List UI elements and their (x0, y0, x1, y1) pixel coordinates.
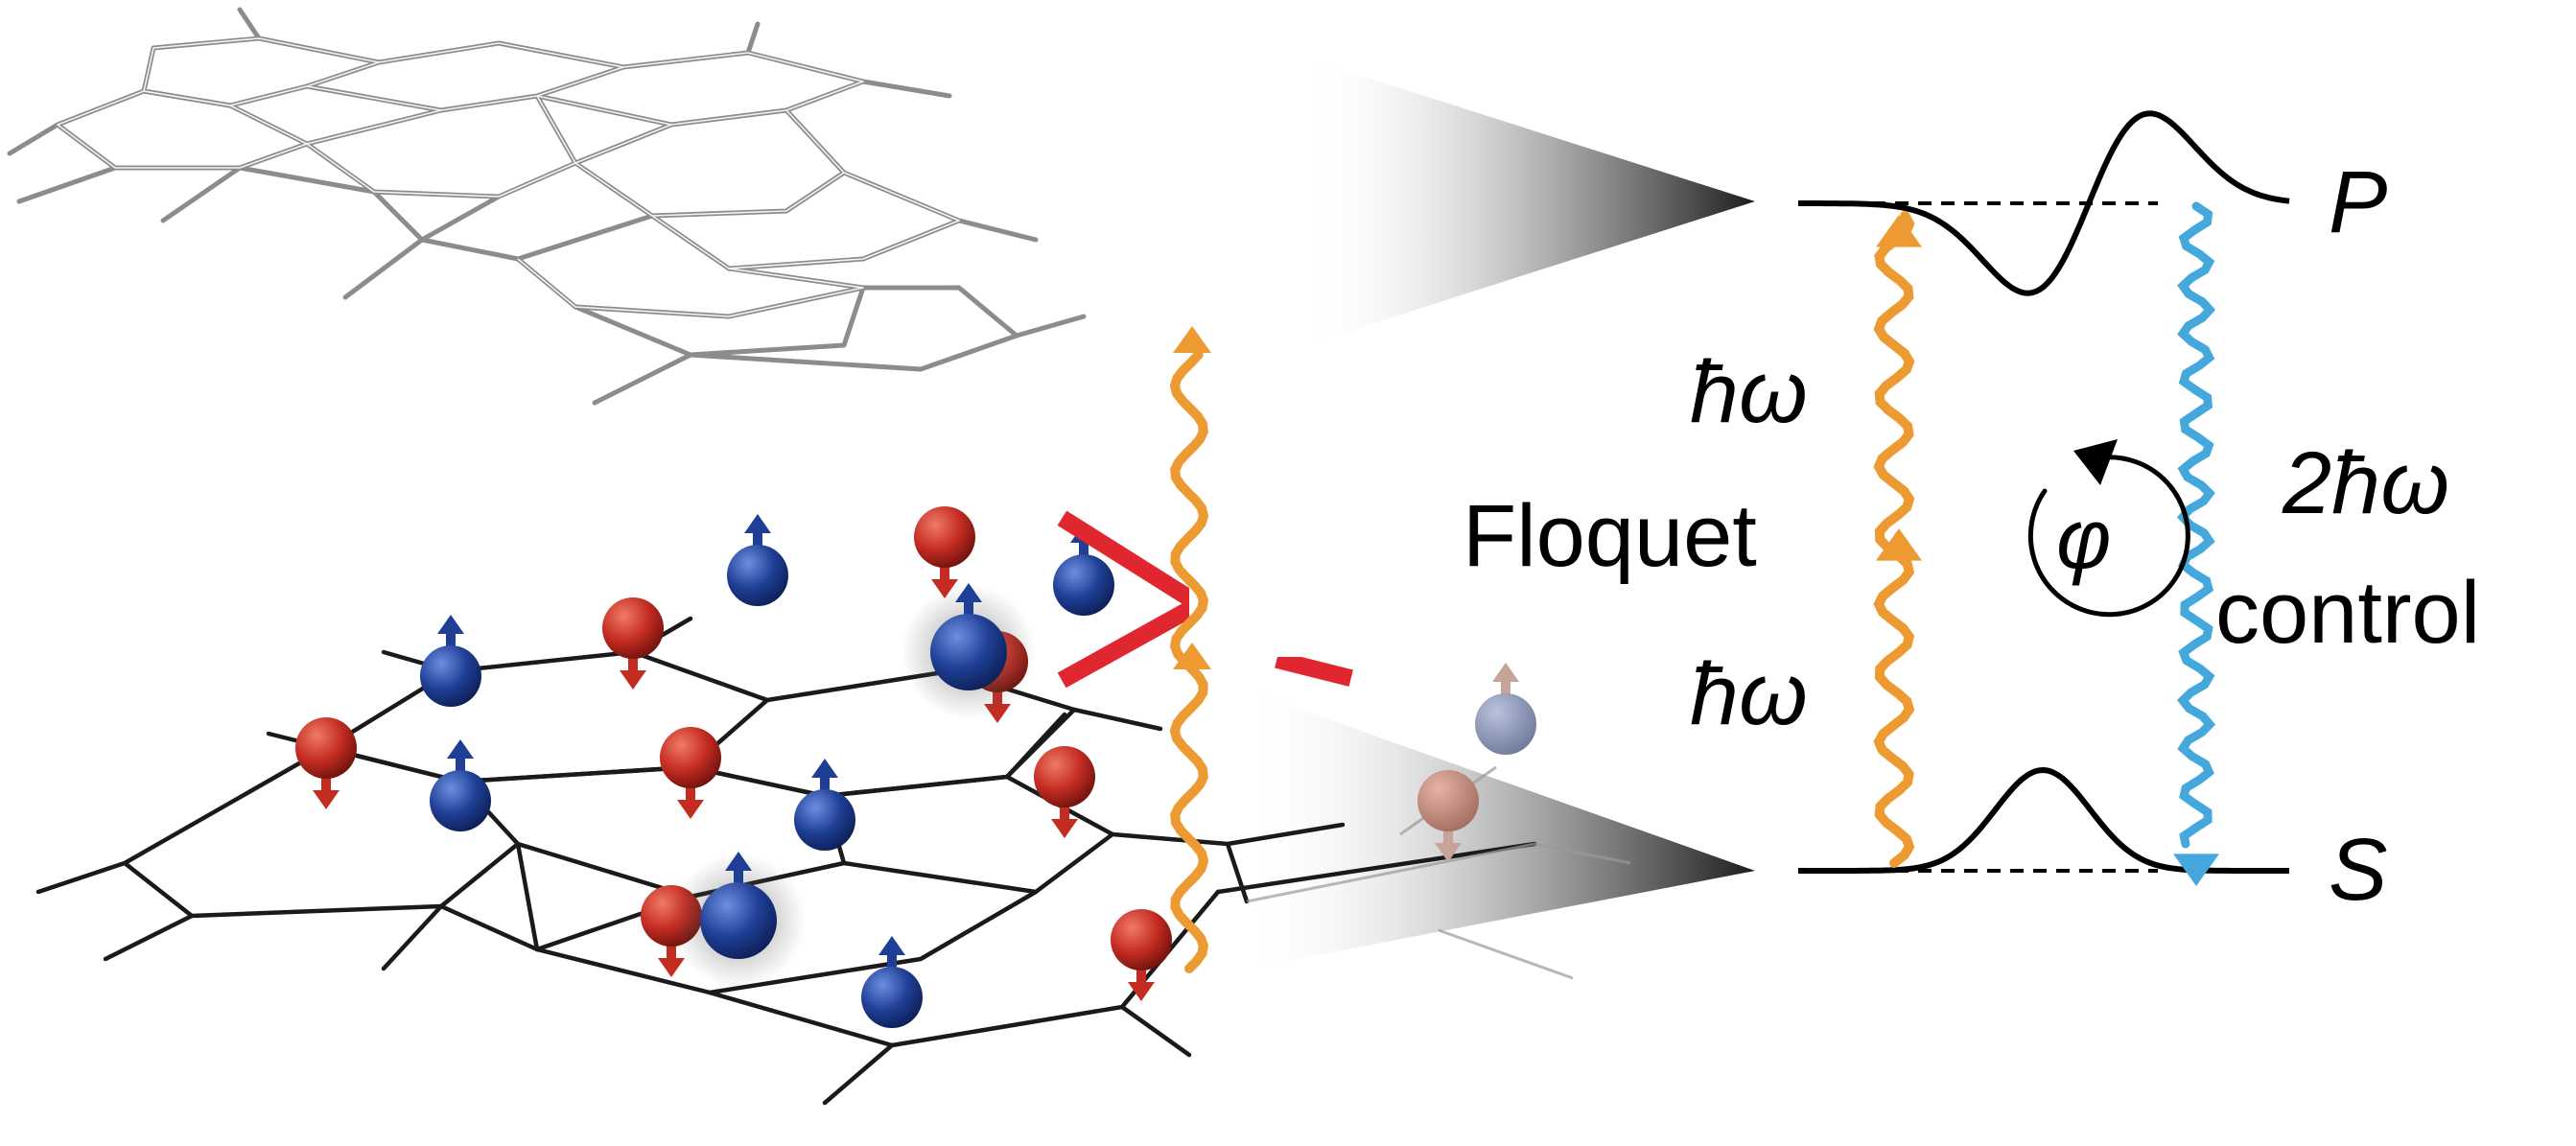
phase-symbol: φ (2056, 491, 2111, 586)
spin-up-atom (430, 739, 491, 831)
spin-down-atom (914, 506, 975, 598)
spin-down-atom (295, 717, 357, 809)
spin-down-atom (660, 727, 721, 819)
hbar-omega-label-lower: ħω (1690, 645, 1808, 743)
spin-up-atom (1475, 663, 1536, 755)
two-hbar-omega-label: 2ħω (2282, 434, 2449, 532)
spin-down-atom (1034, 746, 1095, 838)
phase-rotation-icon (2027, 439, 2190, 618)
energy-level-s (1798, 766, 2289, 874)
spin-down-atom (1417, 770, 1479, 862)
spin-up-atom (902, 583, 1036, 719)
lattice-photon-arrowheads (1173, 326, 1211, 669)
occluding-panel (1189, 479, 1410, 657)
energy-level-p (1798, 110, 2290, 296)
control-label: control (2215, 564, 2480, 662)
lattice-photon-arrowhead-middle (1173, 643, 1211, 669)
floquet-transition-photon (1873, 211, 1915, 868)
control-photon-arrowhead (2173, 854, 2219, 886)
spin-down-atom (602, 597, 664, 690)
state-label-s: S (2329, 821, 2387, 919)
spin-atoms (295, 506, 1536, 1028)
floquet-photon-arrowheads (1876, 215, 1922, 561)
spin-up-atom (671, 852, 806, 988)
control-transition-photon (2176, 201, 2216, 849)
state-label-p: P (2329, 153, 2387, 251)
hbar-omega-label-upper: ħω (1690, 343, 1808, 441)
lattice-photon-arrowhead-top (1173, 326, 1211, 353)
spin-up-atom (861, 936, 923, 1028)
spin-up-atom (794, 759, 855, 851)
spin-down-atom (1111, 909, 1172, 1001)
spin-up-atom (727, 514, 788, 606)
floquet-label: Floquet (1463, 487, 1757, 585)
floquet-arrowhead-middle (1876, 528, 1922, 561)
control-arrowhead (2173, 854, 2219, 886)
upper-projection-cone (1304, 58, 1755, 345)
floquet-arrowhead-top (1876, 215, 1922, 247)
spin-up-atom (420, 615, 481, 707)
lower-projection-cone (1247, 690, 1755, 969)
